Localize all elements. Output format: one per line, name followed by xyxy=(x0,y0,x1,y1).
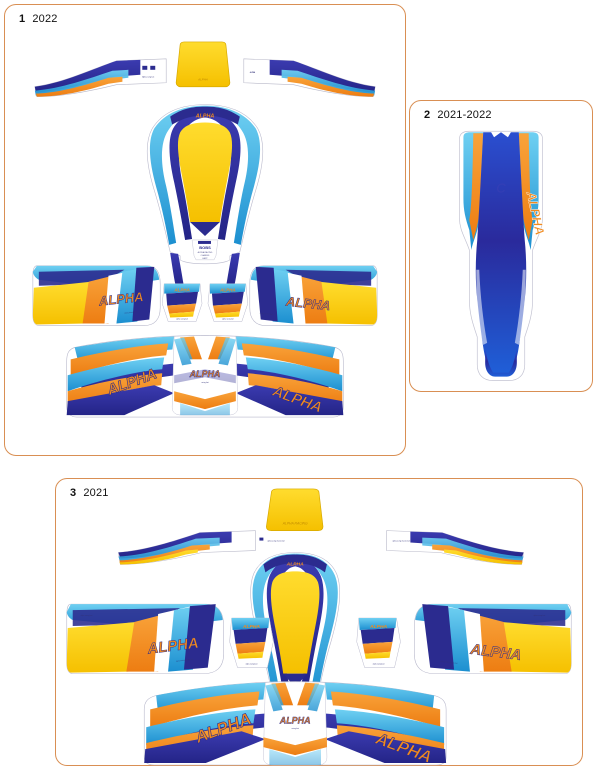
part-front-bumper-fairing: ALPHA ALPHA ALPHA racing kart xyxy=(66,335,344,418)
svg-text:alpha racing kart: alpha racing kart xyxy=(246,663,258,666)
svg-text:C: C xyxy=(496,181,506,196)
svg-text:ALPHA: ALPHA xyxy=(189,369,221,379)
svg-text:ALPHA: ALPHA xyxy=(97,289,144,309)
panel-seat-2021-2022: 2 2021-2022 xyxy=(409,100,593,392)
svg-text:ALPHA: ALPHA xyxy=(195,114,215,120)
svg-text:alpha racing kart: alpha racing kart xyxy=(373,663,385,666)
svg-text:racing chassis kart: racing chassis kart xyxy=(260,312,274,316)
part-front-spoiler-right-wing: ALPHA xyxy=(243,58,376,97)
svg-text:ALPHA: ALPHA xyxy=(468,642,522,664)
svg-text:ALPHA: ALPHA xyxy=(524,189,548,236)
part-side-pod-right: ALPHA racing chassis kart xyxy=(249,265,378,326)
part-floor-tray-sticker-left: ALPHA alpha racing kart xyxy=(229,617,274,668)
panel-2-label: 2 2021-2022 xyxy=(424,109,492,121)
svg-text:ALPHA: ALPHA xyxy=(104,365,159,399)
svg-text:ALPHA: ALPHA xyxy=(173,288,189,293)
panel-1-artwork: Alpha racing kart ALPHA ALPHA AL xyxy=(32,41,378,418)
panel-2-year: 2021-2022 xyxy=(437,109,492,121)
svg-text:ALPHA RACING: ALPHA RACING xyxy=(198,251,213,254)
part-side-pod-left: ALPHA racing chassis kart xyxy=(32,265,161,326)
svg-text:racing kart: racing kart xyxy=(201,381,209,384)
svg-text:alpha racing chassis kart: alpha racing chassis kart xyxy=(267,540,285,543)
part-floor-tray-sticker-right: ALPHA alpha racing kart xyxy=(356,617,401,668)
panel-kit-2021: 3 2021 ALPHA RACING xyxy=(55,478,583,767)
svg-text:ALPHA: ALPHA xyxy=(369,624,387,630)
svg-text:CHASSIS: CHASSIS xyxy=(201,254,210,257)
svg-text:CHASSIS KART: CHASSIS KART xyxy=(288,705,303,708)
svg-text:ALPHA: ALPHA xyxy=(197,78,208,82)
panel-3-number: 3 xyxy=(70,487,77,499)
svg-text:ALPHA: ALPHA xyxy=(269,383,324,417)
svg-text:racing kart: racing kart xyxy=(291,727,299,730)
part-nassau-panel: ALPHA BOBS ALPHA RACING CHASSIS KART xyxy=(250,552,341,746)
svg-text:ALPHA: ALPHA xyxy=(242,624,260,630)
svg-text:racing chassis kart: racing chassis kart xyxy=(124,310,138,314)
svg-text:alpha racing kart: alpha racing kart xyxy=(176,318,188,321)
svg-text:alpha racing kart: alpha racing kart xyxy=(534,614,546,617)
svg-text:ALPHA: ALPHA xyxy=(286,561,304,567)
svg-text:ALPHA RACING: ALPHA RACING xyxy=(288,702,303,705)
part-floor-tray-sticker-left: ALPHA alpha racing kart xyxy=(161,283,203,322)
panel-1-label: 1 2022 xyxy=(19,13,58,25)
panel-2-number: 2 xyxy=(424,109,431,121)
svg-text:ALPHA: ALPHA xyxy=(219,288,235,293)
part-nassau-panel: ALPHA BOBS ALPHA RACING CHASSIS KART xyxy=(146,104,264,288)
part-side-pod-left: ALPHA alpha racing chassis kart alpha ra… xyxy=(66,603,224,674)
panel-1-number: 1 xyxy=(19,13,26,25)
part-front-spoiler-left-wing: alpha racing chassis kart xyxy=(118,530,285,565)
part-front-spoiler-left-wing: Alpha racing kart xyxy=(34,58,167,97)
svg-text:ALPHA: ALPHA xyxy=(146,636,200,658)
part-front-bumper-fairing: ALPHA ALPHA ALPHA racing kart xyxy=(143,681,447,767)
svg-text:alpha racing chassis kart: alpha racing chassis kart xyxy=(440,660,458,665)
svg-text:Alpha racing kart: Alpha racing kart xyxy=(142,76,154,79)
svg-text:alpha racing kart: alpha racing kart xyxy=(81,614,93,617)
panel-3-artwork: ALPHA RACING alpha racing chassis kart a… xyxy=(66,488,572,767)
svg-text:ALPHA: ALPHA xyxy=(372,729,434,767)
svg-text:ALPHA: ALPHA xyxy=(192,709,254,747)
svg-text:BOBS: BOBS xyxy=(290,697,301,701)
svg-text:alpha racing chassis kart: alpha racing chassis kart xyxy=(176,658,194,663)
svg-text:ALPHA: ALPHA xyxy=(284,294,331,314)
panel-3-year: 2021 xyxy=(83,487,109,499)
part-front-number-plate: ALPHA RACING xyxy=(266,488,324,531)
part-front-spoiler-right-wing: alpha racing chassis kart xyxy=(386,530,524,565)
svg-text:KART: KART xyxy=(202,257,208,260)
svg-text:ALPHA RACING: ALPHA RACING xyxy=(282,522,308,526)
panel-1-year: 2022 xyxy=(32,13,58,25)
svg-text:alpha racing chassis kart: alpha racing chassis kart xyxy=(392,540,410,543)
part-front-number-plate: ALPHA xyxy=(175,41,231,88)
svg-text:alpha racing kart: alpha racing kart xyxy=(222,318,234,321)
panel-3-label: 3 2021 xyxy=(70,487,109,499)
panel-2-artwork: C ALPHA xyxy=(459,130,548,381)
svg-text:ALPHA: ALPHA xyxy=(279,715,311,725)
part-side-pod-right: ALPHA alpha racing chassis kart alpha ra… xyxy=(414,603,572,674)
svg-text:BOBS: BOBS xyxy=(199,245,211,250)
svg-text:ALPHA: ALPHA xyxy=(249,72,256,74)
part-seat-graphic: C ALPHA xyxy=(459,130,548,381)
part-floor-tray-sticker-right: ALPHA alpha racing kart xyxy=(207,283,249,322)
